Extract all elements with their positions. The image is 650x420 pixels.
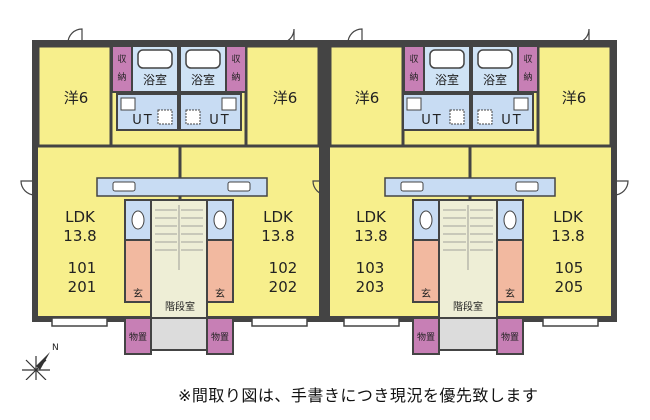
toilet-icon: [213, 210, 227, 230]
storage-label: 納: [523, 71, 532, 83]
storage-label: 納: [117, 71, 126, 83]
storage-closet: [225, 45, 247, 93]
washer-icon: [185, 109, 201, 125]
ut-label: UT: [209, 113, 230, 128]
entrance: [206, 239, 234, 303]
western-room-label: 洋6: [64, 89, 89, 107]
bath-label: 浴室: [483, 72, 507, 87]
stairwell-label: 階段室: [453, 300, 483, 313]
entrance-label: 玄: [421, 287, 431, 300]
ldk-area: 13.8: [354, 227, 387, 245]
ldk-label: LDK: [356, 208, 387, 226]
ldk-area: 13.8: [551, 227, 584, 245]
disclaimer-note: ※間取り図は、手書きにつき現況を優先致します: [178, 386, 539, 405]
western-room-105: [536, 44, 613, 148]
bath-label: 浴室: [435, 72, 459, 87]
bath-label: 浴室: [143, 72, 167, 87]
room-number: 102: [269, 259, 298, 277]
room-number: 202: [269, 278, 298, 296]
room-number: 103: [356, 259, 385, 277]
ut-label: UT: [501, 113, 522, 128]
shed-label: 物置: [211, 331, 229, 343]
floor-plan: 収 納 収 納 収 納 収 納 浴室 浴室 浴室 浴室 UT UT UT UT …: [20, 28, 629, 380]
ldk-label: LDK: [65, 208, 96, 226]
entrance: [124, 239, 152, 303]
washbasin-icon: [221, 97, 237, 111]
entrance-label: 玄: [215, 287, 225, 300]
storage-closet: [403, 45, 425, 93]
storage-label: 納: [231, 71, 240, 83]
toilet-icon: [419, 210, 433, 230]
storage-shed: [412, 317, 440, 355]
kitchen-counter: [96, 177, 268, 197]
entrance-label: 玄: [133, 287, 143, 300]
storage-shed: [496, 317, 524, 355]
western-room-label: 洋6: [273, 89, 298, 107]
storage-label: 収: [409, 53, 418, 65]
left-building: [20, 28, 325, 355]
storage-label: 収: [231, 53, 240, 65]
washer-icon: [477, 109, 493, 125]
ldk-area: 13.8: [63, 227, 96, 245]
stairwell-label: 階段室: [165, 300, 195, 313]
washbasin-icon: [120, 97, 136, 111]
bathtub-icon: [137, 49, 173, 69]
shed-label: 物置: [501, 331, 519, 343]
washbasin-icon: [513, 97, 529, 111]
room-number: 105: [555, 259, 584, 277]
ldk-area: 13.8: [261, 227, 294, 245]
bathtub-icon: [477, 49, 513, 69]
right-building: [312, 28, 629, 355]
storage-label: 収: [523, 53, 532, 65]
bath-label: 浴室: [191, 72, 215, 87]
ut-label: UT: [132, 113, 153, 128]
entrance-label: 玄: [505, 287, 515, 300]
shed-label: 物置: [417, 331, 435, 343]
washer-icon: [449, 109, 465, 125]
bathtub-icon: [185, 49, 221, 69]
bathtub-icon: [429, 49, 465, 69]
room-number: 203: [356, 278, 385, 296]
entrance: [412, 239, 440, 303]
washer-icon: [157, 109, 173, 125]
room-number: 101: [68, 259, 97, 277]
ut-label: UT: [421, 113, 442, 128]
shed-label: 物置: [129, 331, 147, 343]
entrance: [496, 239, 524, 303]
ldk-label: LDK: [553, 208, 584, 226]
western-room-label: 洋6: [355, 89, 380, 107]
compass-icon: N: [22, 343, 59, 380]
toilet-icon: [131, 210, 145, 230]
storage-closet: [111, 45, 133, 93]
storage-label: 納: [409, 71, 418, 83]
compass-north-label: N: [52, 343, 59, 353]
room-number: 201: [68, 278, 97, 296]
ldk-label: LDK: [263, 208, 294, 226]
western-room-label: 洋6: [562, 89, 587, 107]
storage-closet: [517, 45, 539, 93]
kitchen-counter: [384, 177, 556, 197]
room-number: 205: [555, 278, 584, 296]
toilet-icon: [503, 210, 517, 230]
storage-label: 収: [117, 53, 126, 65]
washbasin-icon: [406, 97, 422, 111]
